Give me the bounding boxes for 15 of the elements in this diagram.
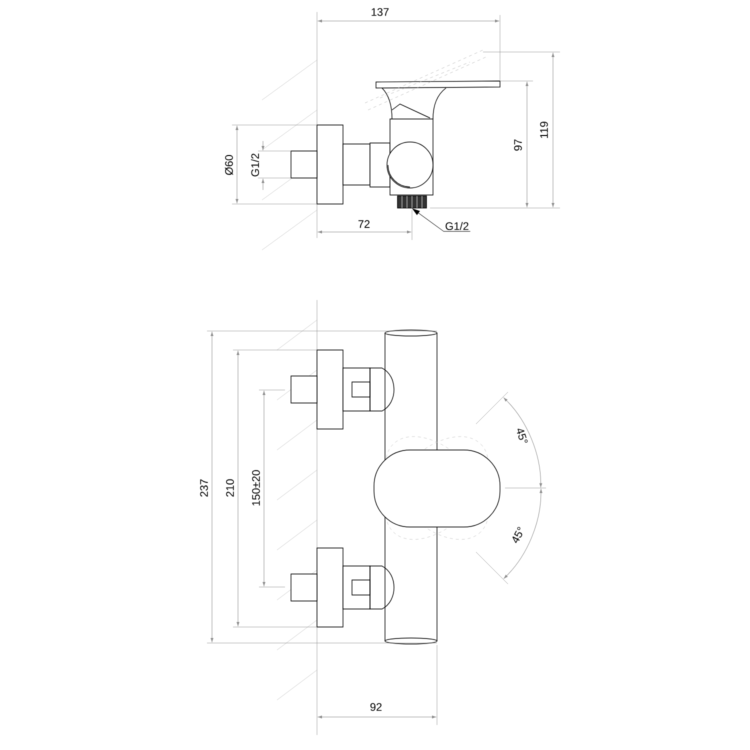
dimension-label: 137 [372, 8, 389, 16]
dimension-label: 45° [517, 428, 528, 443]
dimension-label: 150±20 [252, 470, 260, 506]
dimension-label: 72 [358, 220, 370, 228]
dimension-label: Ø60 [224, 155, 234, 176]
leader-line [412, 208, 471, 232]
dimension-label: 45° [512, 526, 522, 544]
dimension-label: 237 [200, 479, 208, 497]
thread-label: G1/2 [446, 222, 468, 230]
dimension-label: 92 [370, 703, 382, 711]
dimension-label: 119 [540, 122, 548, 138]
dimension-label: G1/2 [250, 154, 260, 176]
dimension-label: 97 [514, 139, 522, 151]
threaded-outlet-drawing [397, 196, 427, 208]
dimension-label: 210 [226, 479, 234, 497]
